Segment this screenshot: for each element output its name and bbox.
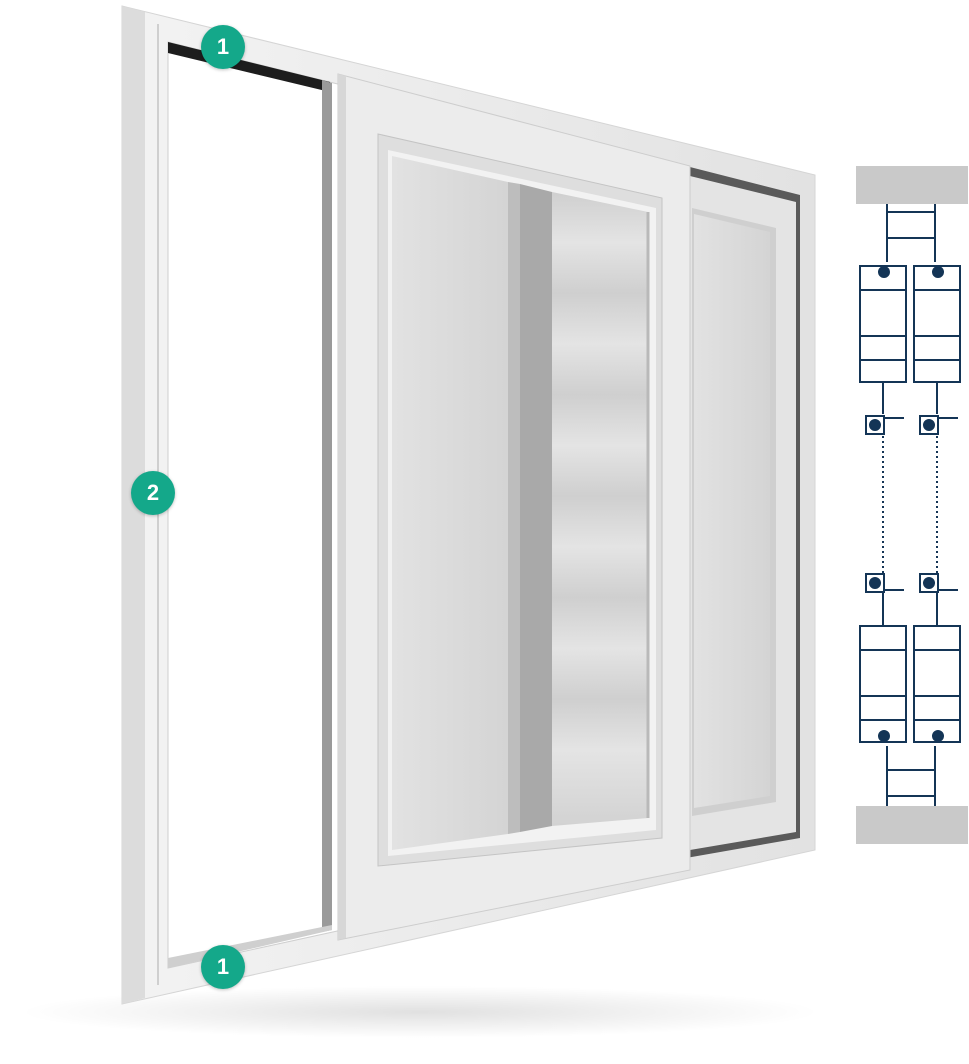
front-screen-panel <box>337 73 691 941</box>
back-screen-panel <box>686 166 800 858</box>
floor-shadow <box>20 986 820 1038</box>
marker-top-rail[interactable]: 1 <box>201 25 245 69</box>
profile-cross-section-diagram <box>856 166 968 844</box>
marker-side-jamb[interactable]: 2 <box>131 471 175 515</box>
marker-bottom-rail[interactable]: 1 <box>201 945 245 989</box>
